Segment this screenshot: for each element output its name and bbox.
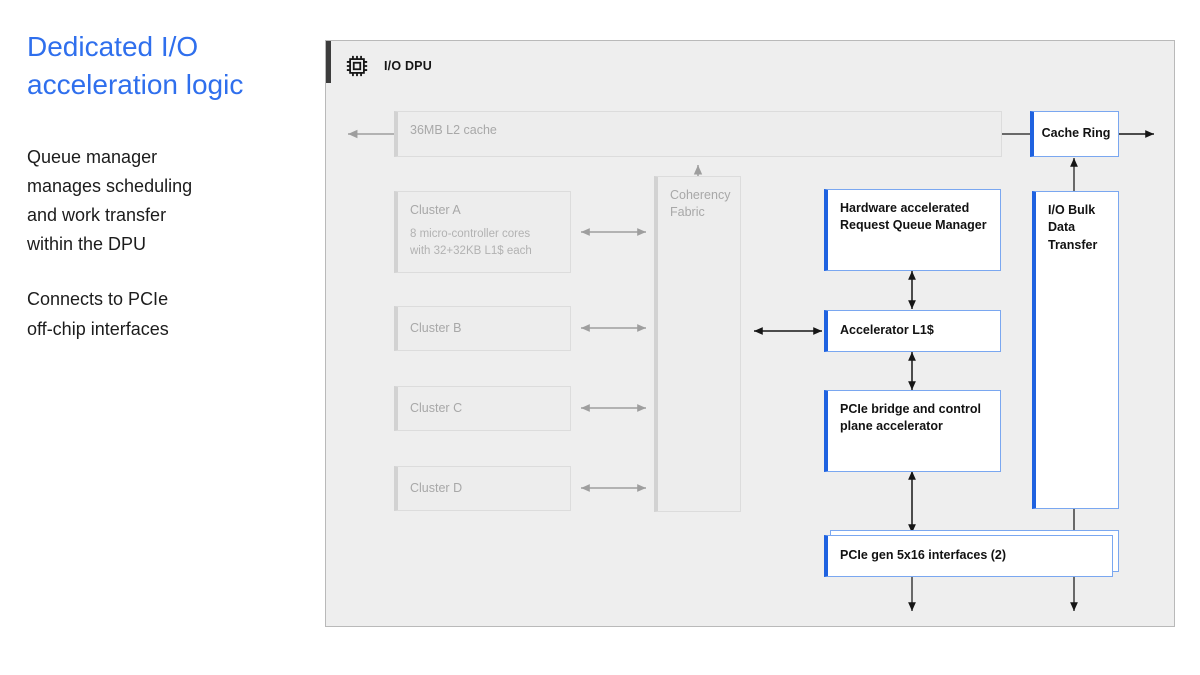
block-request-queue-manager-title: Hardware accelerated Request Queue Manag… [840,201,987,233]
block-cluster-a-title: Cluster A [410,203,461,217]
block-cluster-a-sub: 8 micro-controller cores with 32+32KB L1… [410,228,532,257]
io-dpu-diagram: I/O DPU [325,40,1175,627]
block-pcie-interfaces-title: PCIe gen 5x16 interfaces (2) [840,548,1007,563]
body-paragraph-1: Queue manager manages scheduling and wor… [27,146,193,255]
body-paragraph-2: Connects to PCIe off-chip interfaces [27,289,169,339]
block-pcie-interfaces[interactable]: PCIe gen 5x16 interfaces (2) [824,535,1113,577]
block-l2-cache-title: 36MB L2 cache [410,123,497,137]
block-cache-ring[interactable]: Cache Ring [1030,111,1119,157]
block-cluster-b[interactable]: Cluster B [394,306,571,351]
block-pcie-bridge[interactable]: PCIe bridge and control plane accelerato… [824,390,1001,472]
chip-icon [346,55,368,77]
diagram-header: I/O DPU [344,53,432,79]
frame-accent-bar [326,41,331,83]
block-cluster-d-title: Cluster D [410,480,463,495]
block-request-queue-manager[interactable]: Hardware accelerated Request Queue Manag… [824,189,1001,271]
block-coherency-fabric-title: Coherency Fabric [670,188,731,220]
block-accelerator-l1-title: Accelerator L1$ [840,323,934,338]
left-text-panel: Dedicated I/O acceleration logic Queue m… [27,28,302,370]
block-bulk-data-transfer-title: I/O Bulk Data Transfer [1048,203,1098,252]
block-cluster-a[interactable]: Cluster A 8 micro-controller cores with … [394,191,571,273]
block-cache-ring-title: Cache Ring [1041,126,1111,141]
block-cluster-d[interactable]: Cluster D [394,466,571,511]
page-title: Dedicated I/O acceleration logic [27,31,244,101]
dpu-label: I/O DPU [384,59,432,73]
block-accelerator-l1[interactable]: Accelerator L1$ [824,310,1001,352]
block-cluster-c[interactable]: Cluster C [394,386,571,431]
block-cluster-b-title: Cluster B [410,320,462,335]
block-coherency-fabric[interactable]: Coherency Fabric [654,176,741,512]
block-bulk-data-transfer[interactable]: I/O Bulk Data Transfer [1032,191,1119,509]
block-cluster-c-title: Cluster C [410,400,463,415]
block-l2-cache[interactable]: 36MB L2 cache [394,111,1002,157]
block-pcie-bridge-title: PCIe bridge and control plane accelerato… [840,402,981,434]
